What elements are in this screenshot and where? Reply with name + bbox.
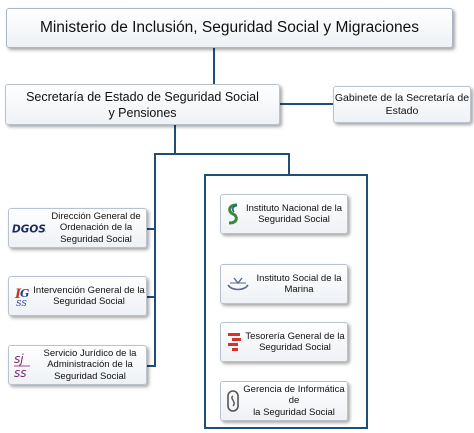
svg-text:ss: ss [14, 366, 27, 380]
secretaria-label: Secretaría de Estado de Seguridad Social… [26, 89, 259, 120]
tgss-logo-icon [225, 330, 243, 354]
connector-horizontal-branch [155, 153, 290, 155]
connector-secretaria-gabinete [280, 103, 333, 105]
ministry-box[interactable]: Ministerio de Inclusión, Seguridad Socia… [6, 8, 453, 48]
secretaria-box[interactable]: Secretaría de Estado de Seguridad Social… [5, 84, 280, 125]
dgoss-logo-icon: DGOSS [12, 220, 46, 236]
svg-text:sj: sj [14, 352, 24, 366]
svg-text:DGOSS: DGOSS [12, 224, 46, 236]
connector-secretaria-down [174, 125, 176, 155]
connector-ministry-secretaria [213, 48, 215, 84]
connector-left-spine [154, 153, 156, 367]
connector-left-1 [147, 228, 155, 230]
connector-left-2 [147, 296, 155, 298]
ministry-title: Ministerio de Inclusión, Seguridad Socia… [39, 19, 420, 36]
svg-text:G: G [20, 287, 29, 300]
svg-text:I: I [14, 287, 22, 302]
connector-right-drop [288, 153, 290, 174]
sjss-logo-icon: sj ss [12, 350, 34, 380]
giss-logo-icon [225, 388, 241, 414]
svg-text:SS: SS [16, 299, 27, 308]
inss-logo-icon [225, 201, 241, 227]
igss-logo-icon: I G SS [12, 284, 32, 308]
connector-left-3 [147, 365, 155, 367]
ism-logo-icon [225, 275, 251, 293]
